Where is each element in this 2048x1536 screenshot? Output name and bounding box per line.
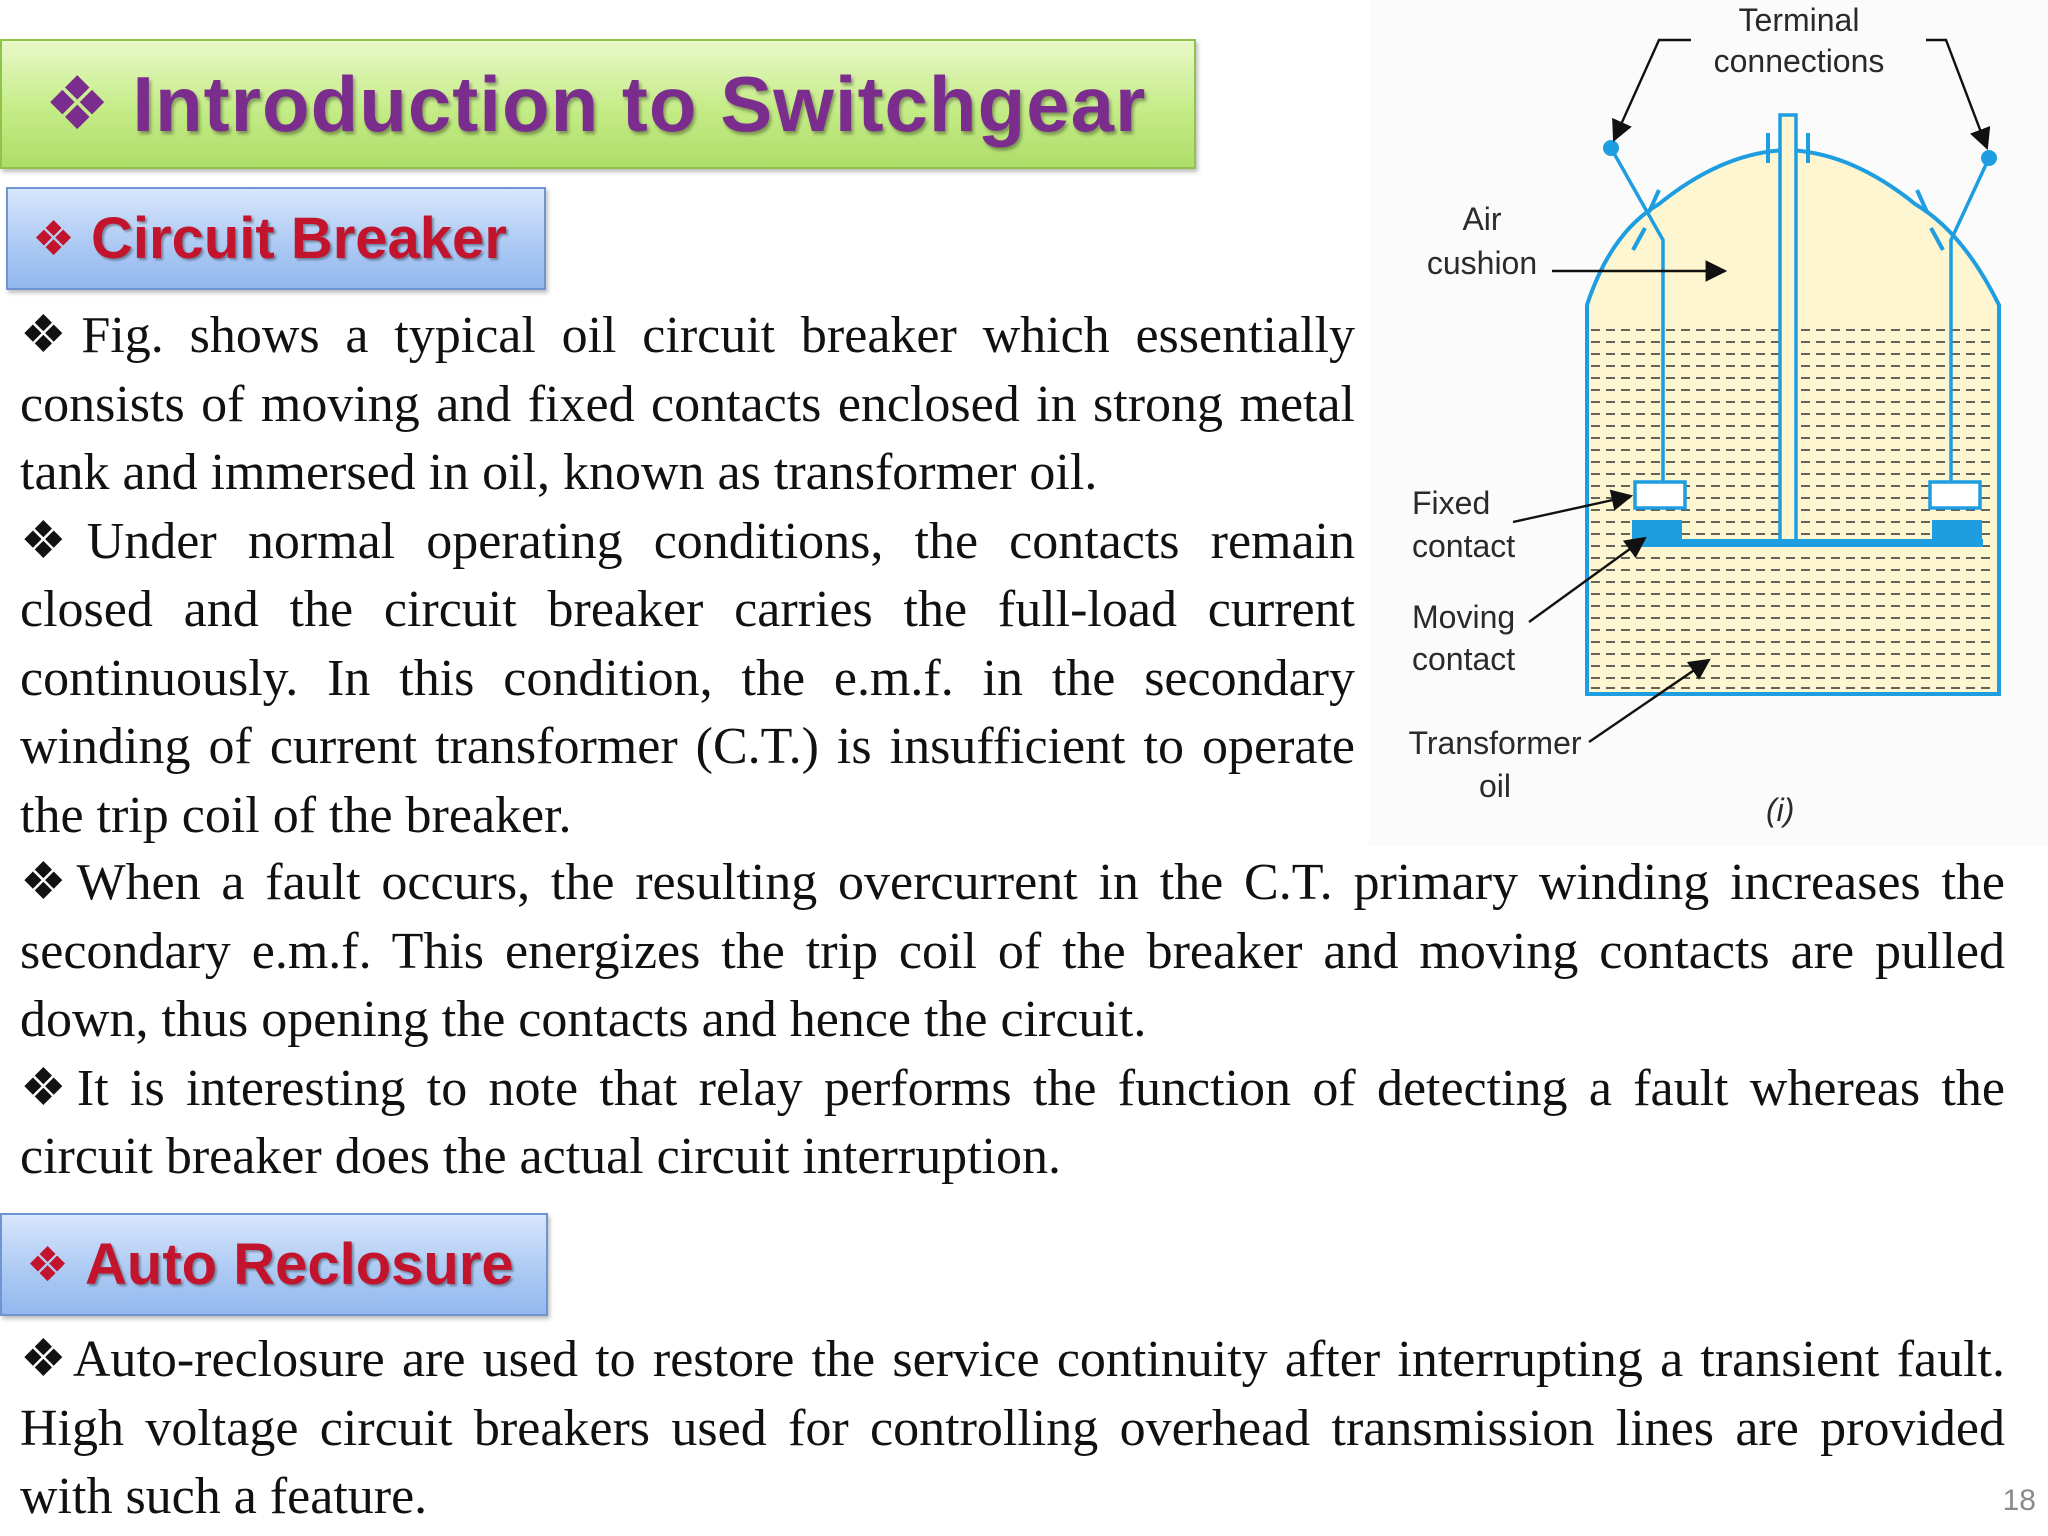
oil-circuit-breaker-diagram: Terminal connections Air cushion Fixed c…	[1408, 2, 2001, 828]
right-fixed-contact	[1928, 480, 1982, 510]
paragraph-text: Auto-reclosure are used to restore the s…	[20, 1331, 2005, 1525]
figure-caption: (i)	[1766, 792, 1794, 828]
transformer-oil-label: oil	[1479, 768, 1511, 804]
bullet-diamond-icon: ❖	[20, 1059, 75, 1117]
terminal-right-arrow	[1926, 38, 1991, 151]
paragraph-block: ❖Fig. shows a typical oil circuit breake…	[20, 302, 1355, 850]
bullet-diamond-icon: ❖	[44, 62, 111, 145]
air-cushion-label: Air	[1462, 201, 1501, 237]
moving-contact-label: Moving	[1412, 599, 1515, 635]
left-terminal-icon	[1603, 140, 1619, 156]
air-cushion-label: cushion	[1427, 245, 1537, 281]
moving-contact-arrow	[1528, 536, 1647, 623]
section-heading-label: Auto Reclosure	[85, 1232, 514, 1297]
transformer-oil-label: Transformer	[1408, 725, 1581, 761]
moving-contact-bar	[1631, 539, 1983, 547]
paragraph-text: It is interesting to note that relay per…	[20, 1059, 2005, 1186]
bushing-marks	[1631, 133, 1945, 251]
terminal-leads	[1609, 147, 1991, 482]
bullet-diamond-icon: ❖	[26, 1238, 70, 1292]
page-number: 18	[2002, 1484, 2036, 1517]
paragraph-text: When a fault occurs, the resulting overc…	[20, 854, 2005, 1048]
right-terminal-icon	[1981, 150, 1997, 166]
left-moving-contact	[1632, 520, 1682, 540]
fixed-contact-arrow	[1512, 489, 1634, 524]
auto-reclosure-heading: ❖ Auto Reclosure	[0, 1213, 548, 1316]
transformer-oil-arrow	[1588, 658, 1711, 743]
right-moving-contact	[1932, 520, 1982, 540]
moving-contact-label: contact	[1412, 641, 1515, 677]
terminal-label: connections	[1714, 43, 1885, 79]
paragraph-text: Fig. shows a typical oil circuit breaker…	[20, 307, 1355, 501]
terminal-left-arrow	[1612, 38, 1691, 142]
terminal-label: Terminal	[1739, 2, 1860, 38]
title-banner: ❖ Introduction to Switchgear	[0, 39, 1196, 169]
bullet-diamond-icon: ❖	[20, 854, 75, 911]
page-title: Introduction to Switchgear	[132, 59, 1147, 148]
bullet-diamond-icon: ❖	[20, 307, 80, 364]
fixed-contact-label: contact	[1412, 528, 1515, 564]
paragraph-block: ❖Auto-reclosure are used to restore the …	[20, 1326, 2005, 1532]
bullet-diamond-icon: ❖	[32, 212, 76, 266]
paragraph-block: ❖When a fault occurs, the resulting over…	[20, 849, 2005, 1192]
bullet-diamond-icon: ❖	[20, 1331, 71, 1388]
bullet-diamond-icon: ❖	[20, 512, 85, 570]
section-heading-label: Circuit Breaker	[91, 206, 507, 271]
paragraph-text: Under normal operating conditions, the c…	[20, 512, 1355, 844]
left-fixed-contact	[1633, 480, 1687, 510]
oil-circuit-breaker-figure: Terminal connections Air cushion Fixed c…	[1369, 0, 2048, 846]
circuit-breaker-heading: ❖ Circuit Breaker	[6, 187, 546, 290]
fixed-contact-label: Fixed	[1412, 485, 1490, 521]
operating-rod	[1778, 113, 1798, 547]
